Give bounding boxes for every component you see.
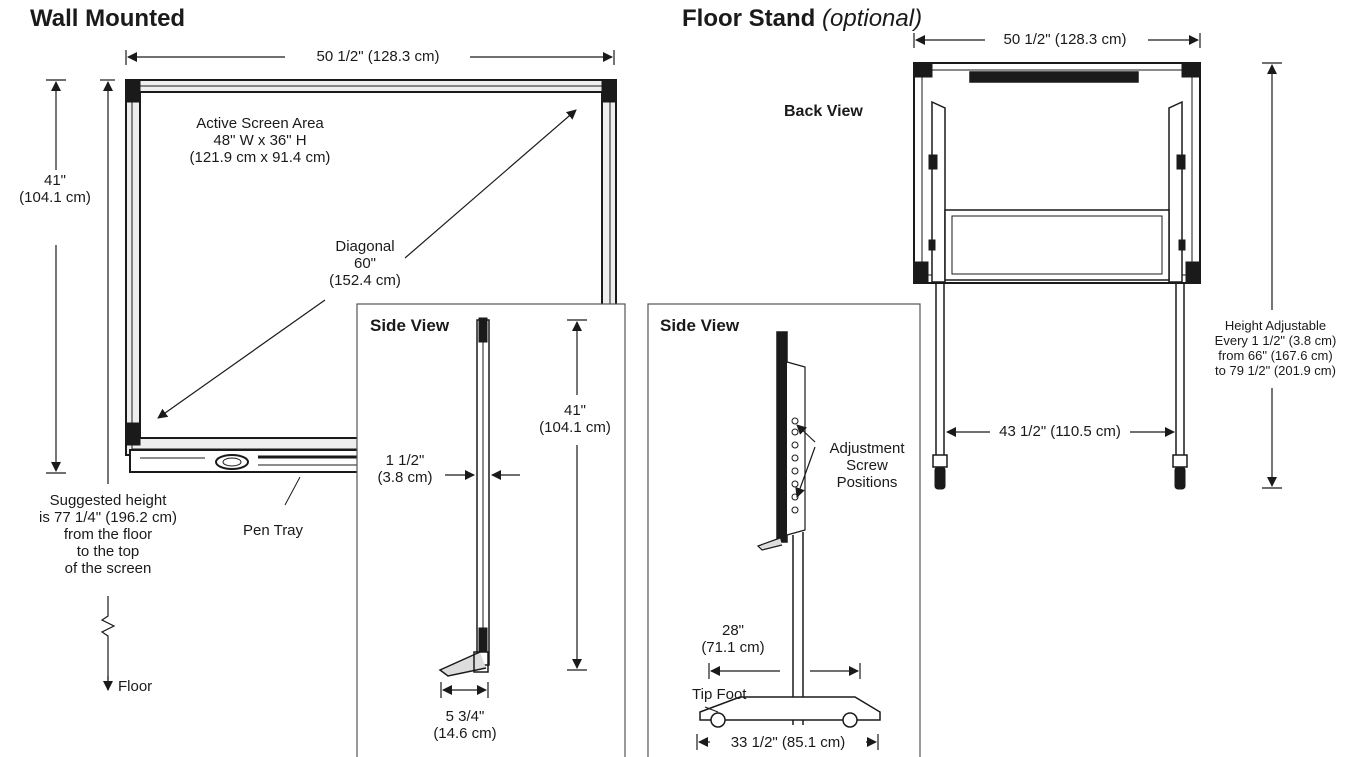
diagonal-line1: Diagonal xyxy=(335,238,395,255)
active-area-line3: (121.9 cm x 91.4 cm) xyxy=(189,149,331,166)
height-adjust-line1: Height Adjustable xyxy=(1224,318,1327,333)
height-adjust-line3: from 66" (167.6 cm) xyxy=(1218,348,1333,363)
thickness-cm: (3.8 cm) xyxy=(377,469,433,486)
height-adjust-line2: Every 1 1/2" (3.8 cm) xyxy=(1214,333,1337,348)
wall-dimensions xyxy=(46,50,615,691)
stand-depth-in: 28" xyxy=(721,622,744,639)
depth-dim-wall: 5 3/4" (14.6 cm) xyxy=(425,708,505,742)
stand-title-main: Floor Stand xyxy=(682,5,816,32)
wall-width-dim: 50 1/2" (128.3 cm) xyxy=(316,48,440,65)
suggested-line1: Suggested height xyxy=(49,492,167,509)
diagonal-line2: 60" xyxy=(353,255,376,272)
active-area-line2: 48" W x 36" H xyxy=(213,132,307,149)
depth-wall-cm: (14.6 cm) xyxy=(433,725,497,742)
suggested-height-label: Suggested height is 77 1/4" (196.2 cm) f… xyxy=(18,492,198,577)
wall-height-dim: 41" (104.1 cm) xyxy=(10,172,100,206)
side-wall-height-in: 41" xyxy=(563,402,586,419)
stand-title-suffix: (optional) xyxy=(822,5,923,32)
side-dims-stand xyxy=(696,424,879,750)
height-adjust-line4: to 79 1/2" (201.9 cm) xyxy=(1215,363,1336,378)
side-profile-wall xyxy=(438,317,490,677)
height-adjust-label: Height Adjustable Every 1 1/2" (3.8 cm) … xyxy=(1203,318,1348,378)
floor-label: Floor xyxy=(118,678,153,695)
diagonal-label: Diagonal 60" (152.4 cm) xyxy=(310,238,420,289)
stand-width-dim: 50 1/2" (128.3 cm) xyxy=(985,31,1145,48)
pen-tray-label: Pen Tray xyxy=(243,522,304,539)
stand-depth-dim: 28" (71.1 cm) xyxy=(688,622,778,656)
wall-title: Wall Mounted xyxy=(30,5,186,32)
stand-back-view xyxy=(913,62,1201,490)
side-wall-height-cm: (104.1 cm) xyxy=(539,419,611,436)
diagonal-line3: (152.4 cm) xyxy=(329,272,401,289)
suggested-line2: is 77 1/4" (196.2 cm) xyxy=(39,509,177,526)
suggested-line4: to the top xyxy=(76,543,140,560)
adjustment-label: Adjustment Screw Positions xyxy=(812,440,922,491)
suggested-line3: from the floor xyxy=(63,526,153,543)
adjustment-line2: Screw xyxy=(846,457,888,474)
side-view-wall-title: Side View xyxy=(370,316,450,335)
active-area-line1: Active Screen Area xyxy=(196,115,324,132)
stand-dimensions xyxy=(913,33,1282,489)
wall-height-in: 41" xyxy=(43,172,66,189)
back-view-label: Back View xyxy=(784,103,863,120)
side-view-stand-title: Side View xyxy=(660,316,740,335)
adjustment-line3: Positions xyxy=(836,474,898,491)
side-view-panel-wall xyxy=(356,303,626,757)
leg-span-dim: 43 1/2" (110.5 cm) xyxy=(999,423,1121,440)
stand-title: Floor Stand (optional) xyxy=(682,5,922,33)
stand-depth-cm: (71.1 cm) xyxy=(701,639,765,656)
thickness-in: 1 1/2" xyxy=(385,452,425,469)
suggested-line5: of the screen xyxy=(64,560,152,577)
foot-width-dim: 33 1/2" (85.1 cm) xyxy=(730,734,846,751)
side-wall-height-dim: 41" (104.1 cm) xyxy=(528,402,622,436)
active-area-label: Active Screen Area 48" W x 36" H (121.9 … xyxy=(160,115,360,166)
adjustment-line1: Adjustment xyxy=(829,440,905,457)
depth-wall-in: 5 3/4" xyxy=(445,708,485,725)
wall-height-cm: (104.1 cm) xyxy=(19,189,91,206)
tip-foot-label: Tip Foot xyxy=(692,686,747,703)
side-dims-wall xyxy=(440,319,587,698)
thickness-dim: 1 1/2" (3.8 cm) xyxy=(370,452,440,486)
